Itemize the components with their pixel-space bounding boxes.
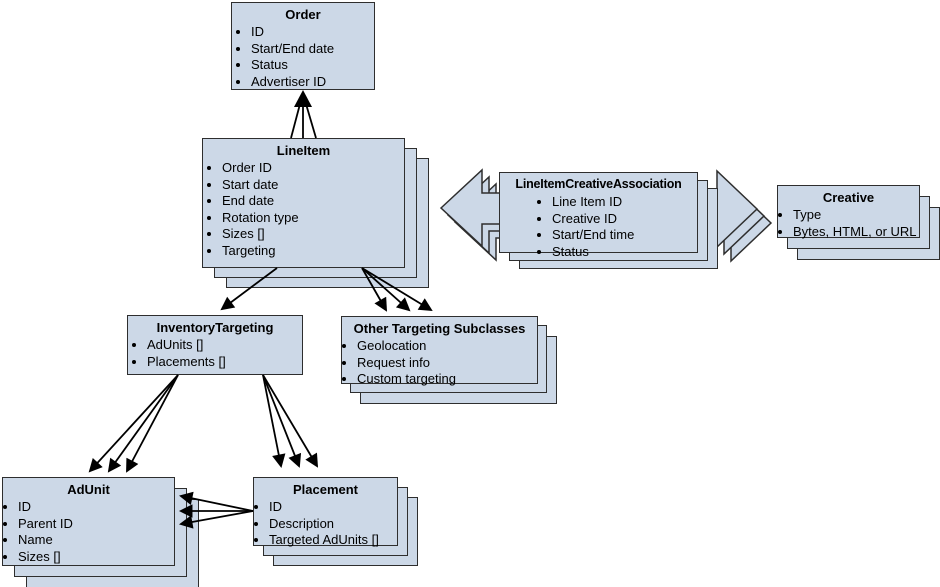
field-item: Sizes [] — [18, 549, 172, 566]
field-item: Custom targeting — [357, 371, 535, 388]
field-item: End date — [222, 193, 402, 210]
entity-other-targeting-title: Other Targeting Subclasses — [353, 321, 526, 336]
entity-creative-fields: TypeBytes, HTML, or URL — [778, 207, 919, 240]
entity-other-targeting-fields: GeolocationRequest infoCustom targeting — [342, 338, 537, 388]
entity-other-targeting: Other Targeting Subclasses GeolocationRe… — [341, 316, 557, 404]
field-item: Status — [251, 57, 372, 74]
entity-line-item-fields: Order IDStart dateEnd dateRotation typeS… — [203, 160, 404, 259]
field-item: Type — [793, 207, 917, 224]
entity-ad-unit-fields: IDParent IDNameSizes [] — [3, 499, 174, 565]
field-item: Geolocation — [357, 338, 535, 355]
entity-line-item-title: LineItem — [276, 143, 331, 158]
field-item: Request info — [357, 355, 535, 372]
entity-line-item-creative-association: LineItemCreativeAssociation Line Item ID… — [499, 172, 718, 269]
field-item: Sizes [] — [222, 226, 402, 243]
entity-lica-fields: Line Item IDCreative IDStart/End timeSta… — [500, 194, 697, 260]
field-item: Start date — [222, 177, 402, 194]
entity-inventory-targeting: InventoryTargeting AdUnits []Placements … — [127, 315, 303, 375]
field-item: Description — [269, 516, 395, 533]
entity-inventory-targeting-title: InventoryTargeting — [156, 320, 274, 335]
entity-creative: Creative TypeBytes, HTML, or URL — [777, 185, 940, 260]
field-item: Bytes, HTML, or URL — [793, 224, 917, 241]
field-item: Name — [18, 532, 172, 549]
entity-creative-title: Creative — [822, 190, 875, 205]
entity-line-item: LineItem Order IDStart dateEnd dateRotat… — [202, 138, 429, 288]
field-item: Creative ID — [552, 211, 695, 228]
entity-order-title: Order — [285, 7, 321, 22]
entity-order-fields: IDStart/End dateStatusAdvertiser ID — [232, 24, 374, 90]
entity-ad-unit: AdUnit IDParent IDNameSizes [] — [2, 477, 199, 587]
field-item: Order ID — [222, 160, 402, 177]
field-item: AdUnits [] — [147, 337, 300, 354]
field-item: Line Item ID — [552, 194, 695, 211]
entity-placement-title: Placement — [292, 482, 359, 497]
field-item: Status — [552, 244, 695, 261]
field-item: ID — [18, 499, 172, 516]
entity-order: Order IDStart/End dateStatusAdvertiser I… — [231, 2, 375, 90]
field-item: Targeted AdUnits [] — [269, 532, 395, 549]
field-item: ID — [251, 24, 372, 41]
entity-inventory-targeting-fields: AdUnits []Placements [] — [128, 337, 302, 370]
field-item: Advertiser ID — [251, 74, 372, 91]
field-item: ID — [269, 499, 395, 516]
entity-placement: Placement IDDescriptionTargeted AdUnits … — [253, 477, 418, 566]
field-item: Rotation type — [222, 210, 402, 227]
field-item: Placements [] — [147, 354, 300, 371]
entity-placement-fields: IDDescriptionTargeted AdUnits [] — [254, 499, 397, 549]
entity-lica-title: LineItemCreativeAssociation — [515, 177, 682, 191]
entity-ad-unit-title: AdUnit — [67, 482, 110, 497]
field-item: Start/End date — [251, 41, 372, 58]
field-item: Targeting — [222, 243, 402, 260]
field-item: Parent ID — [18, 516, 172, 533]
field-item: Start/End time — [552, 227, 695, 244]
